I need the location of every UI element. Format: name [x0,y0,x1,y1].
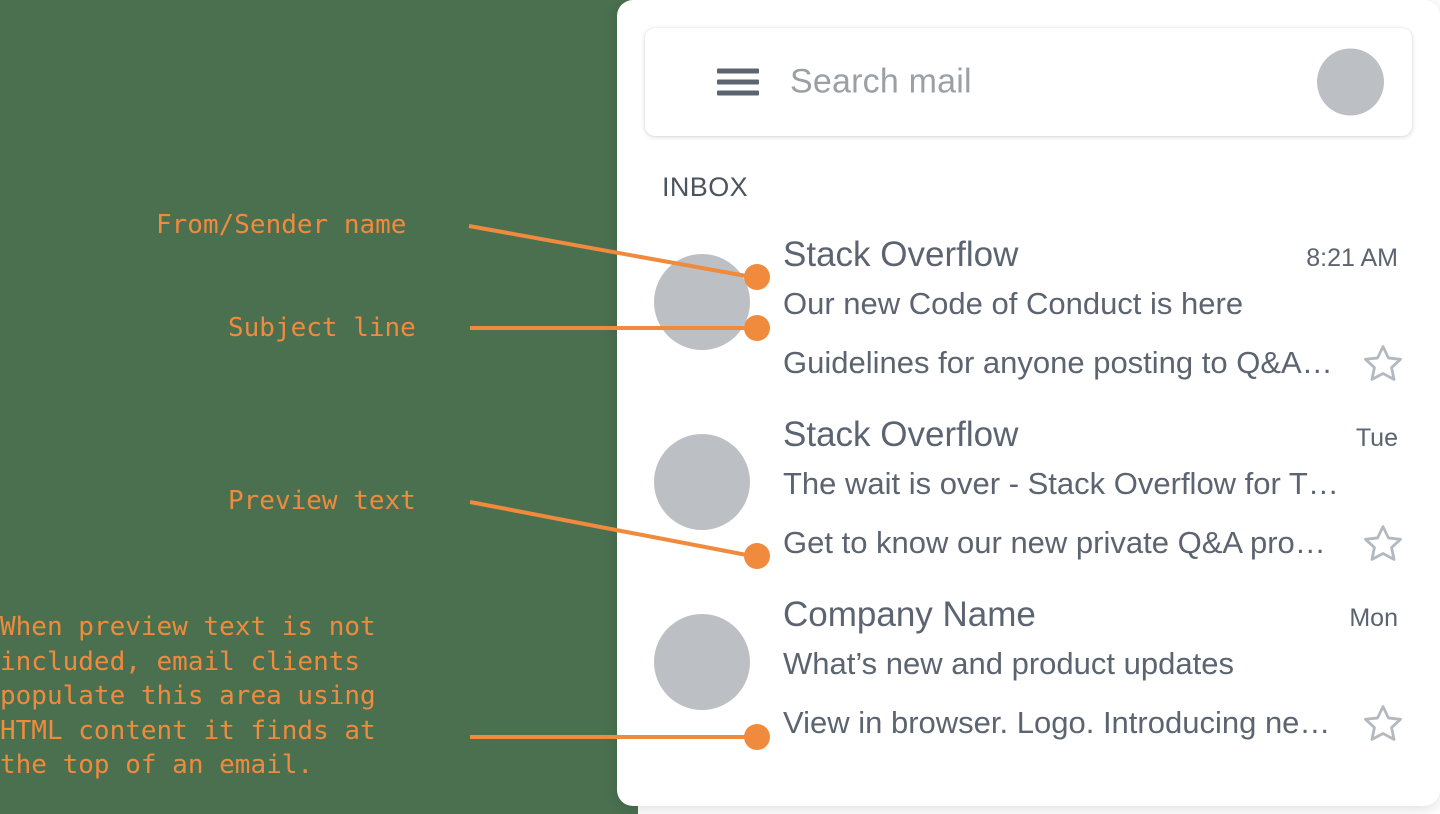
email-timestamp: Mon [1349,604,1398,632]
email-content: Stack Overflow Tue The wait is over - St… [783,415,1422,569]
sender-name: Stack Overflow [783,235,1019,274]
email-list-item[interactable]: Stack Overflow 8:21 AM Our new Code of C… [617,235,1440,415]
email-list-item[interactable]: Stack Overflow Tue The wait is over - St… [617,415,1440,595]
email-timestamp: 8:21 AM [1306,244,1398,272]
email-preview-line: Get to know our new private Q&A pro… [783,517,1422,569]
email-subject-line: Our new Code of Conduct is here [783,286,1422,337]
email-content: Stack Overflow 8:21 AM Our new Code of C… [783,235,1422,389]
sender-name: Company Name [783,595,1036,634]
email-preview-line: Guidelines for anyone posting to Q&A… [783,337,1422,389]
email-subject: Our new Code of Conduct is here [783,286,1244,321]
account-avatar[interactable] [1317,48,1384,116]
search-bar[interactable]: Search mail [645,28,1412,136]
email-subject-line: What’s new and product updates [783,646,1422,697]
email-content: Company Name Mon What’s new and product … [783,595,1422,749]
email-list: Stack Overflow 8:21 AM Our new Code of C… [617,235,1440,775]
hamburger-bar [717,79,759,85]
star-outline-icon[interactable] [1362,702,1422,744]
annotation-paragraph: When preview text is not included, email… [0,612,376,780]
email-header-line: Stack Overflow Tue [783,415,1422,466]
sender-avatar [654,614,750,710]
star-outline-icon[interactable] [1362,342,1422,384]
search-input[interactable]: Search mail [790,62,972,101]
mail-client-panel: Search mail INBOX Stack Overflow 8:21 AM… [617,0,1440,806]
folder-label: INBOX [662,172,749,202]
email-preview-text: View in browser. Logo. Introducing ne… [783,705,1331,740]
sender-avatar [654,434,750,530]
email-preview-text: Get to know our new private Q&A pro… [783,525,1326,560]
annotation-subject-line: Subject line [228,313,416,343]
annotation-from-sender: From/Sender name [156,210,407,240]
sender-name: Stack Overflow [783,415,1019,454]
star-outline-icon[interactable] [1362,522,1422,564]
email-preview-text: Guidelines for anyone posting to Q&A… [783,345,1333,380]
annotation-preview-text: Preview text [228,486,416,516]
email-preview-line: View in browser. Logo. Introducing ne… [783,697,1422,749]
email-header-line: Stack Overflow 8:21 AM [783,235,1422,286]
green-backdrop [0,0,638,814]
email-subject: What’s new and product updates [783,646,1234,681]
email-list-item[interactable]: Company Name Mon What’s new and product … [617,595,1440,775]
hamburger-bar [717,90,759,96]
email-subject-line: The wait is over - Stack Overflow for T… [783,466,1422,517]
email-header-line: Company Name Mon [783,595,1422,646]
hamburger-bar [717,68,759,74]
sender-avatar [654,254,750,350]
email-timestamp: Tue [1355,424,1398,452]
email-subject: The wait is over - Stack Overflow for T… [783,466,1339,501]
hamburger-menu-icon[interactable] [717,68,759,96]
